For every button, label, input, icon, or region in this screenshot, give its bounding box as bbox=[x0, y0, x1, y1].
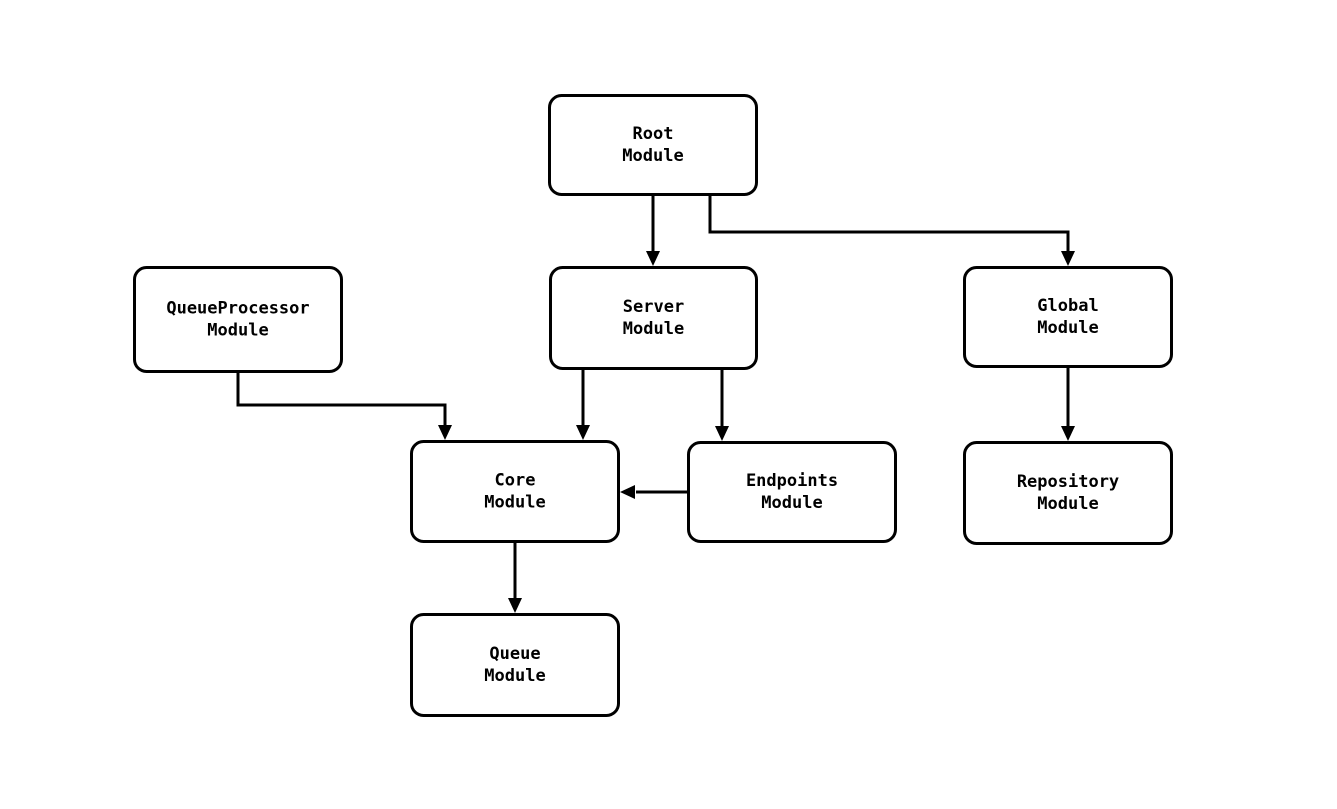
node-label-line2: Module bbox=[761, 493, 822, 513]
node-label-line1: Core bbox=[495, 471, 536, 491]
arrow-head-icon bbox=[715, 426, 729, 441]
arrow-head-icon bbox=[438, 425, 452, 440]
edge-queueprocessor-to-core bbox=[236, 373, 452, 440]
arrow-head-icon bbox=[646, 251, 660, 266]
node-label-line1: Queue bbox=[489, 644, 540, 664]
node-box[interactable] bbox=[548, 94, 758, 196]
node-label-line1: Endpoints bbox=[746, 471, 838, 491]
edge-line bbox=[236, 373, 447, 426]
node-label-line2: Module bbox=[484, 493, 545, 513]
edge-server-to-endpoints bbox=[715, 370, 729, 441]
node-label-line1: QueueProcessor bbox=[166, 299, 309, 319]
node-box[interactable] bbox=[549, 266, 758, 370]
edge-server-to-core bbox=[576, 370, 590, 440]
node-label-line2: Module bbox=[484, 666, 545, 686]
node-label-line1: Repository bbox=[1017, 472, 1119, 492]
edge-global-to-repository bbox=[1061, 368, 1075, 441]
edge-line bbox=[708, 196, 1070, 252]
node-label-line2: Module bbox=[623, 319, 684, 339]
arrow-head-icon bbox=[576, 425, 590, 440]
edge-core-to-queue bbox=[508, 543, 522, 613]
node-box[interactable] bbox=[963, 441, 1173, 545]
node-label-line2: Module bbox=[622, 146, 683, 166]
node-box[interactable] bbox=[687, 441, 897, 543]
node-label-line2: Module bbox=[1037, 318, 1098, 338]
node-box[interactable] bbox=[410, 440, 620, 543]
edges-layer bbox=[236, 196, 1075, 613]
edge-endpoints-to-core bbox=[620, 485, 687, 499]
node-label-line1: Root bbox=[633, 124, 674, 144]
arrow-head-icon bbox=[1061, 251, 1075, 266]
node-label-line1: Global bbox=[1037, 296, 1098, 316]
node-box[interactable] bbox=[133, 266, 343, 373]
node-label-line1: Server bbox=[623, 297, 684, 317]
node-box[interactable] bbox=[963, 266, 1173, 368]
arrow-head-icon bbox=[508, 598, 522, 613]
arrow-head-icon bbox=[620, 485, 635, 499]
node-box[interactable] bbox=[410, 613, 620, 717]
edge-root-to-server bbox=[646, 196, 660, 266]
node-label-line2: Module bbox=[1037, 494, 1098, 514]
arrow-head-icon bbox=[1061, 426, 1075, 441]
edge-root-to-global bbox=[708, 196, 1075, 266]
node-label-line2: Module bbox=[207, 321, 268, 341]
